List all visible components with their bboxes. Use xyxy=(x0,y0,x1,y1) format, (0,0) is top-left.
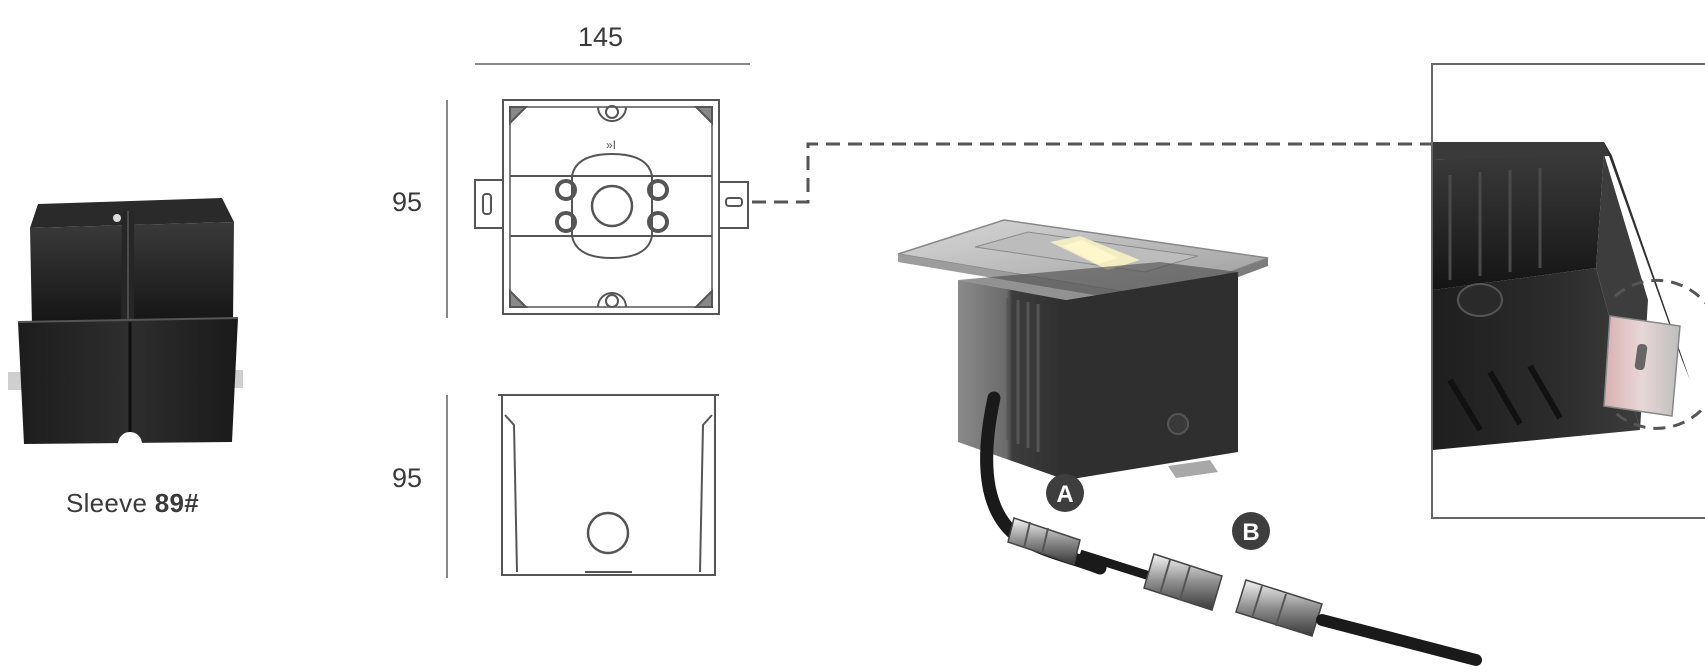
connector-a-badge: A xyxy=(1046,474,1084,512)
luminaire-illustration xyxy=(897,219,1482,666)
sleeve-caption: Sleeve 89# xyxy=(0,488,265,519)
connector-b-badge: B xyxy=(1232,512,1270,550)
sleeve-photo xyxy=(8,198,243,444)
height-dimension-label-top: 95 xyxy=(392,187,423,217)
sleeve-model-number: 89# xyxy=(154,488,200,518)
connector-a-socket xyxy=(1143,553,1223,611)
connector-b-plug xyxy=(1235,579,1323,637)
connector-a-label: A xyxy=(1056,481,1073,508)
top-view-drawing: »I xyxy=(446,63,750,578)
sleeve-caption-prefix: Sleeve xyxy=(65,488,155,518)
connector-b-label: B xyxy=(1242,519,1259,546)
side-view-drawing xyxy=(498,394,719,576)
width-dimension-label: 145 xyxy=(578,22,624,52)
height-dimension-label-side: 95 xyxy=(392,463,423,493)
connector-a-plug xyxy=(1007,517,1081,565)
dashed-leader-line xyxy=(752,142,1432,204)
detail-inset xyxy=(1431,63,1705,519)
svg-text:»I: »I xyxy=(606,138,616,152)
